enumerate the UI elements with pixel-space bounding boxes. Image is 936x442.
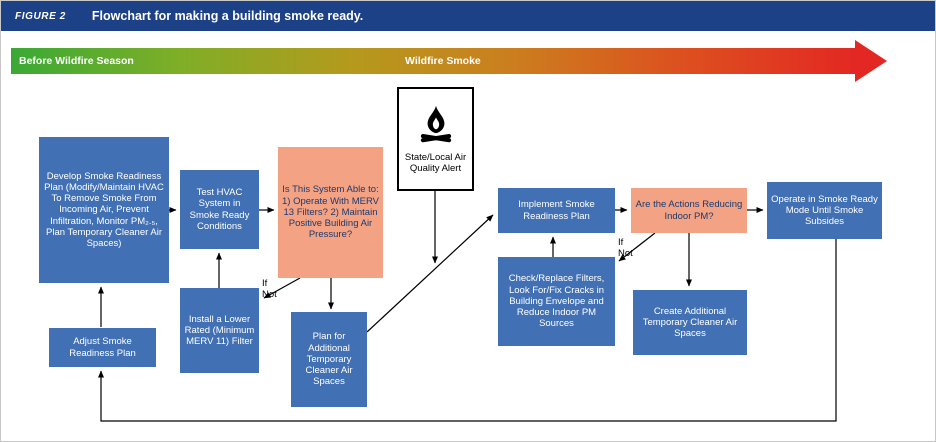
campfire-icon [420, 105, 451, 143]
arrow-decision-to-install-if-not [263, 277, 301, 299]
box-plan-cleaner-air-spaces: Plan for Additional Temporary Cleaner Ai… [291, 312, 367, 407]
box-implement-plan: Implement Smoke Readiness Plan [498, 188, 615, 233]
box-develop-smoke-readiness-plan: Develop Smoke Readiness Plan (Modify/Mai… [39, 137, 169, 283]
box-check-replace-filters: Check/Replace Filters, Look For/Fix Crac… [498, 257, 615, 346]
before-wildfire-season-label: Before Wildfire Season [19, 55, 134, 67]
gradient-arrowhead [855, 40, 887, 82]
figure-title: Flowchart for making a building smoke re… [91, 9, 364, 23]
season-gradient-bar [11, 48, 855, 74]
alert-label: State/Local Air Quality Alert [404, 151, 467, 174]
arrow-plan-spaces-to-implement [366, 214, 494, 333]
box-operate-smoke-ready-mode: Operate in Smoke Ready Mode Until Smoke … [767, 182, 882, 239]
box-decision-actions-reducing-pm: Are the Actions Reducing Indoor PM? [631, 188, 747, 233]
box-install-lower-rated-filter: Install a Lower Rated (Minimum MERV 11) … [180, 288, 259, 373]
box-adjust-plan: Adjust Smoke Readiness Plan [49, 328, 156, 367]
box-air-quality-alert: State/Local Air Quality Alert [397, 87, 474, 191]
figure-label: FIGURE 2 [15, 10, 66, 22]
wildfire-smoke-label: Wildfire Smoke [405, 55, 481, 67]
arrow-operate-to-adjust [98, 239, 837, 422]
if-not-label-pm: If Not [618, 237, 633, 259]
if-not-label-filter: If Not [262, 278, 277, 300]
box-decision-system-able: Is This System Able to: 1) Operate With … [278, 147, 383, 278]
box-create-cleaner-air-spaces: Create Additional Temporary Cleaner Air … [633, 290, 747, 355]
arrow-actions-to-check-if-not [618, 232, 656, 262]
figure-header: FIGURE 2 Flowchart for making a building… [1, 1, 935, 31]
box-test-hvac-system: Test HVAC System in Smoke Ready Conditio… [180, 170, 259, 249]
